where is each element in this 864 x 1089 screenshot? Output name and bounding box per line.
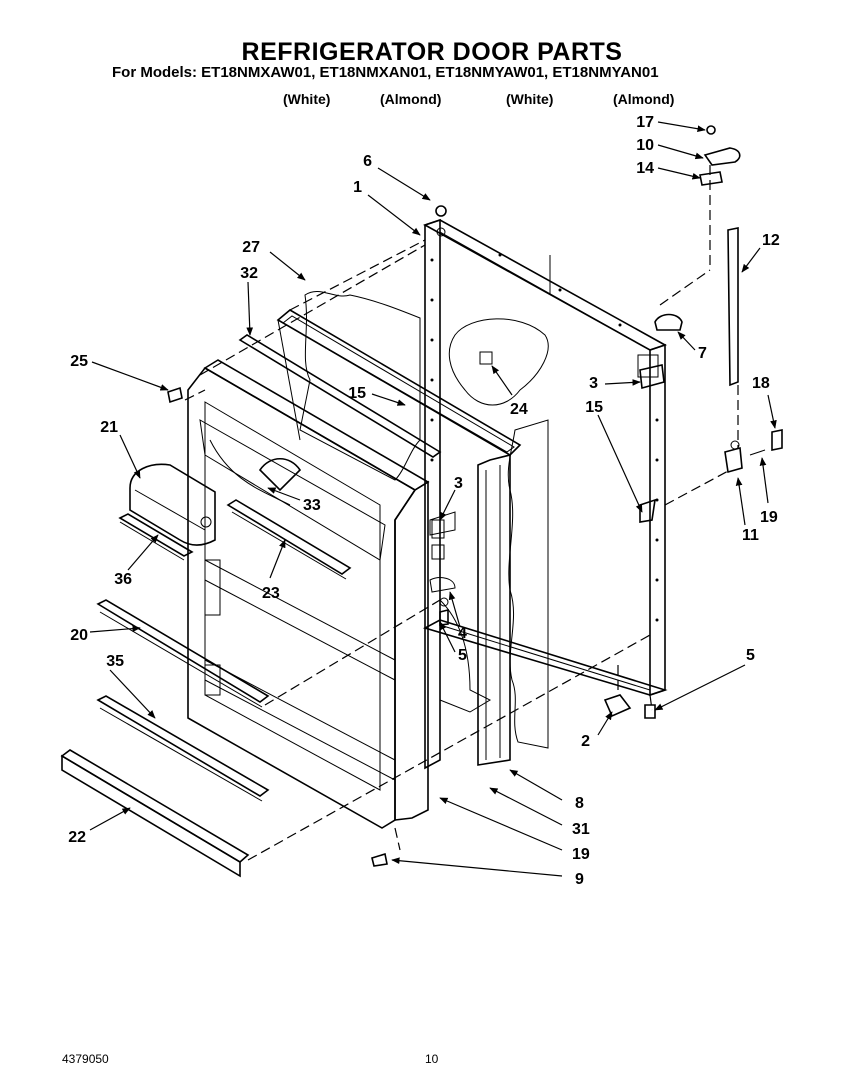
page-number: 10 <box>425 1052 439 1066</box>
callout-24: 24 <box>510 401 528 418</box>
leader-arrows <box>89 121 777 877</box>
callout-33: 33 <box>303 497 321 514</box>
callout-21: 22 <box>68 829 86 846</box>
page-title: REFRIGERATOR DOOR PARTS <box>241 38 623 66</box>
callout-3-stop: 3 <box>454 475 463 492</box>
variant-label-almond-2: (Almond) <box>613 91 675 107</box>
callout-10: 10 <box>636 137 654 154</box>
callout-4: 4 <box>458 625 467 642</box>
variant-label-white-2: (White) <box>506 91 554 107</box>
callout-5-inner: 5 <box>458 647 467 664</box>
callout-7: 7 <box>698 345 707 362</box>
top-hinge <box>699 125 741 186</box>
callout-22: 21 <box>100 419 118 436</box>
inner-door-liner <box>187 359 430 829</box>
assembly-lines <box>184 165 739 861</box>
variant-label-almond-1: (Almond) <box>380 91 442 107</box>
callout-6: 6 <box>363 153 372 170</box>
variant-label-white-1: (White) <box>283 91 331 107</box>
callout-36: 36 <box>114 571 132 588</box>
callout-31: 31 <box>572 821 590 838</box>
callout-16: 17 <box>636 114 654 131</box>
callout-15-inner: 15 <box>348 385 366 402</box>
door-shelf-35 <box>96 695 270 802</box>
dairy-door <box>118 463 216 561</box>
hinge-cap <box>654 313 683 331</box>
callout-3-hinge: 3 <box>589 375 598 392</box>
cam-and-screws <box>167 386 656 867</box>
bottom-hinge <box>724 429 783 474</box>
callout-15-outer: 15 <box>585 399 603 416</box>
door-shelf-20 <box>96 599 270 708</box>
callout-2: 2 <box>581 733 590 750</box>
document-number: 4379050 <box>62 1052 109 1066</box>
callout-9: 9 <box>575 871 584 888</box>
model-list: For Models: ET18NMXAW01, ET18NMXAN01, ET… <box>112 64 659 81</box>
callout-19: 19 <box>572 846 590 863</box>
callout-1: 1 <box>353 179 362 196</box>
hinge-pin-cover <box>727 227 739 387</box>
callout-11: 11 <box>742 527 759 544</box>
callout-8: 8 <box>575 795 584 812</box>
callout-23: 23 <box>262 585 280 602</box>
callout-32: 32 <box>240 265 258 282</box>
callout-5-outer: 5 <box>746 647 755 664</box>
breaker-strip <box>238 334 442 458</box>
door-stop <box>429 498 656 593</box>
door-gasket <box>276 309 522 766</box>
callout-27: 27 <box>242 239 260 256</box>
callout-20: 20 <box>70 627 88 644</box>
hinge-bracket-3 <box>639 364 665 390</box>
door-shelf-23 <box>226 499 352 580</box>
callout-numbers: 6 1 27 32 25 15 21 33 23 36 20 35 22 24 … <box>68 114 780 888</box>
callout-14: 14 <box>636 160 654 177</box>
outer-door-panel <box>422 205 668 770</box>
callout-18: 18 <box>752 375 770 392</box>
door-shelf-21 <box>60 749 250 878</box>
callout-25: 25 <box>70 353 88 370</box>
callout-17: 19 <box>760 509 778 526</box>
callout-35: 35 <box>106 653 124 670</box>
callout-12: 12 <box>762 232 780 249</box>
